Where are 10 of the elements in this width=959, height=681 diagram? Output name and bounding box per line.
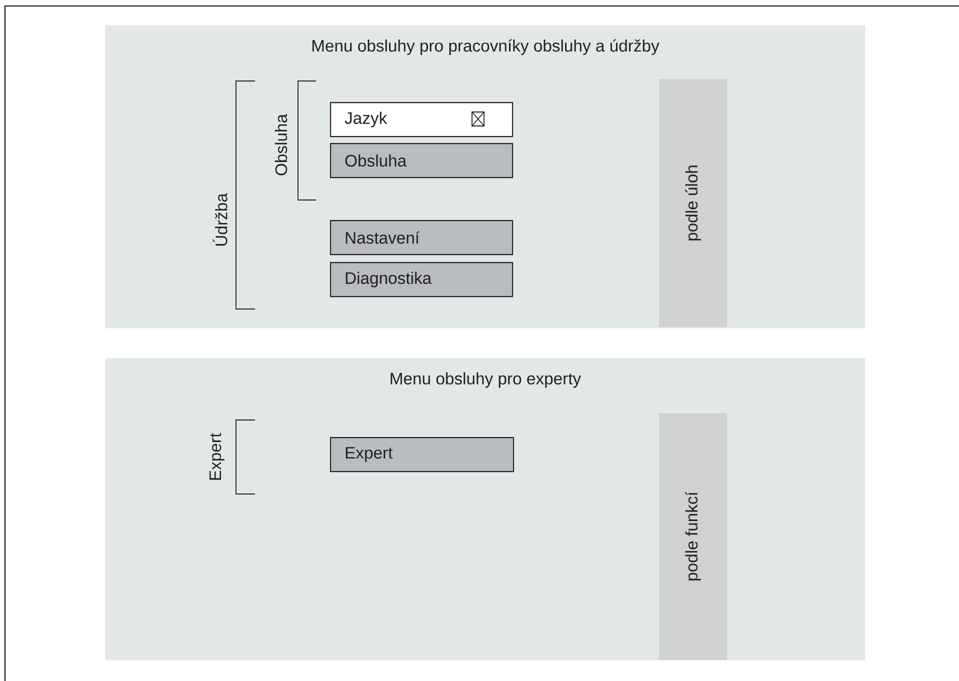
side-bar: podle úloh [659, 79, 727, 327]
menu-button: Diagnostika [330, 262, 514, 298]
input-field: Jazyk [330, 102, 514, 138]
menu-button: Nastavení [330, 220, 514, 256]
group-label: Údržba [212, 193, 228, 246]
group-label: Obsluha [274, 114, 288, 176]
side-bar: podle funkcí [659, 413, 727, 660]
menu-button: Obsluha [330, 143, 514, 178]
menu-button: Expert [330, 437, 514, 472]
group-label: Expert [210, 433, 224, 480]
